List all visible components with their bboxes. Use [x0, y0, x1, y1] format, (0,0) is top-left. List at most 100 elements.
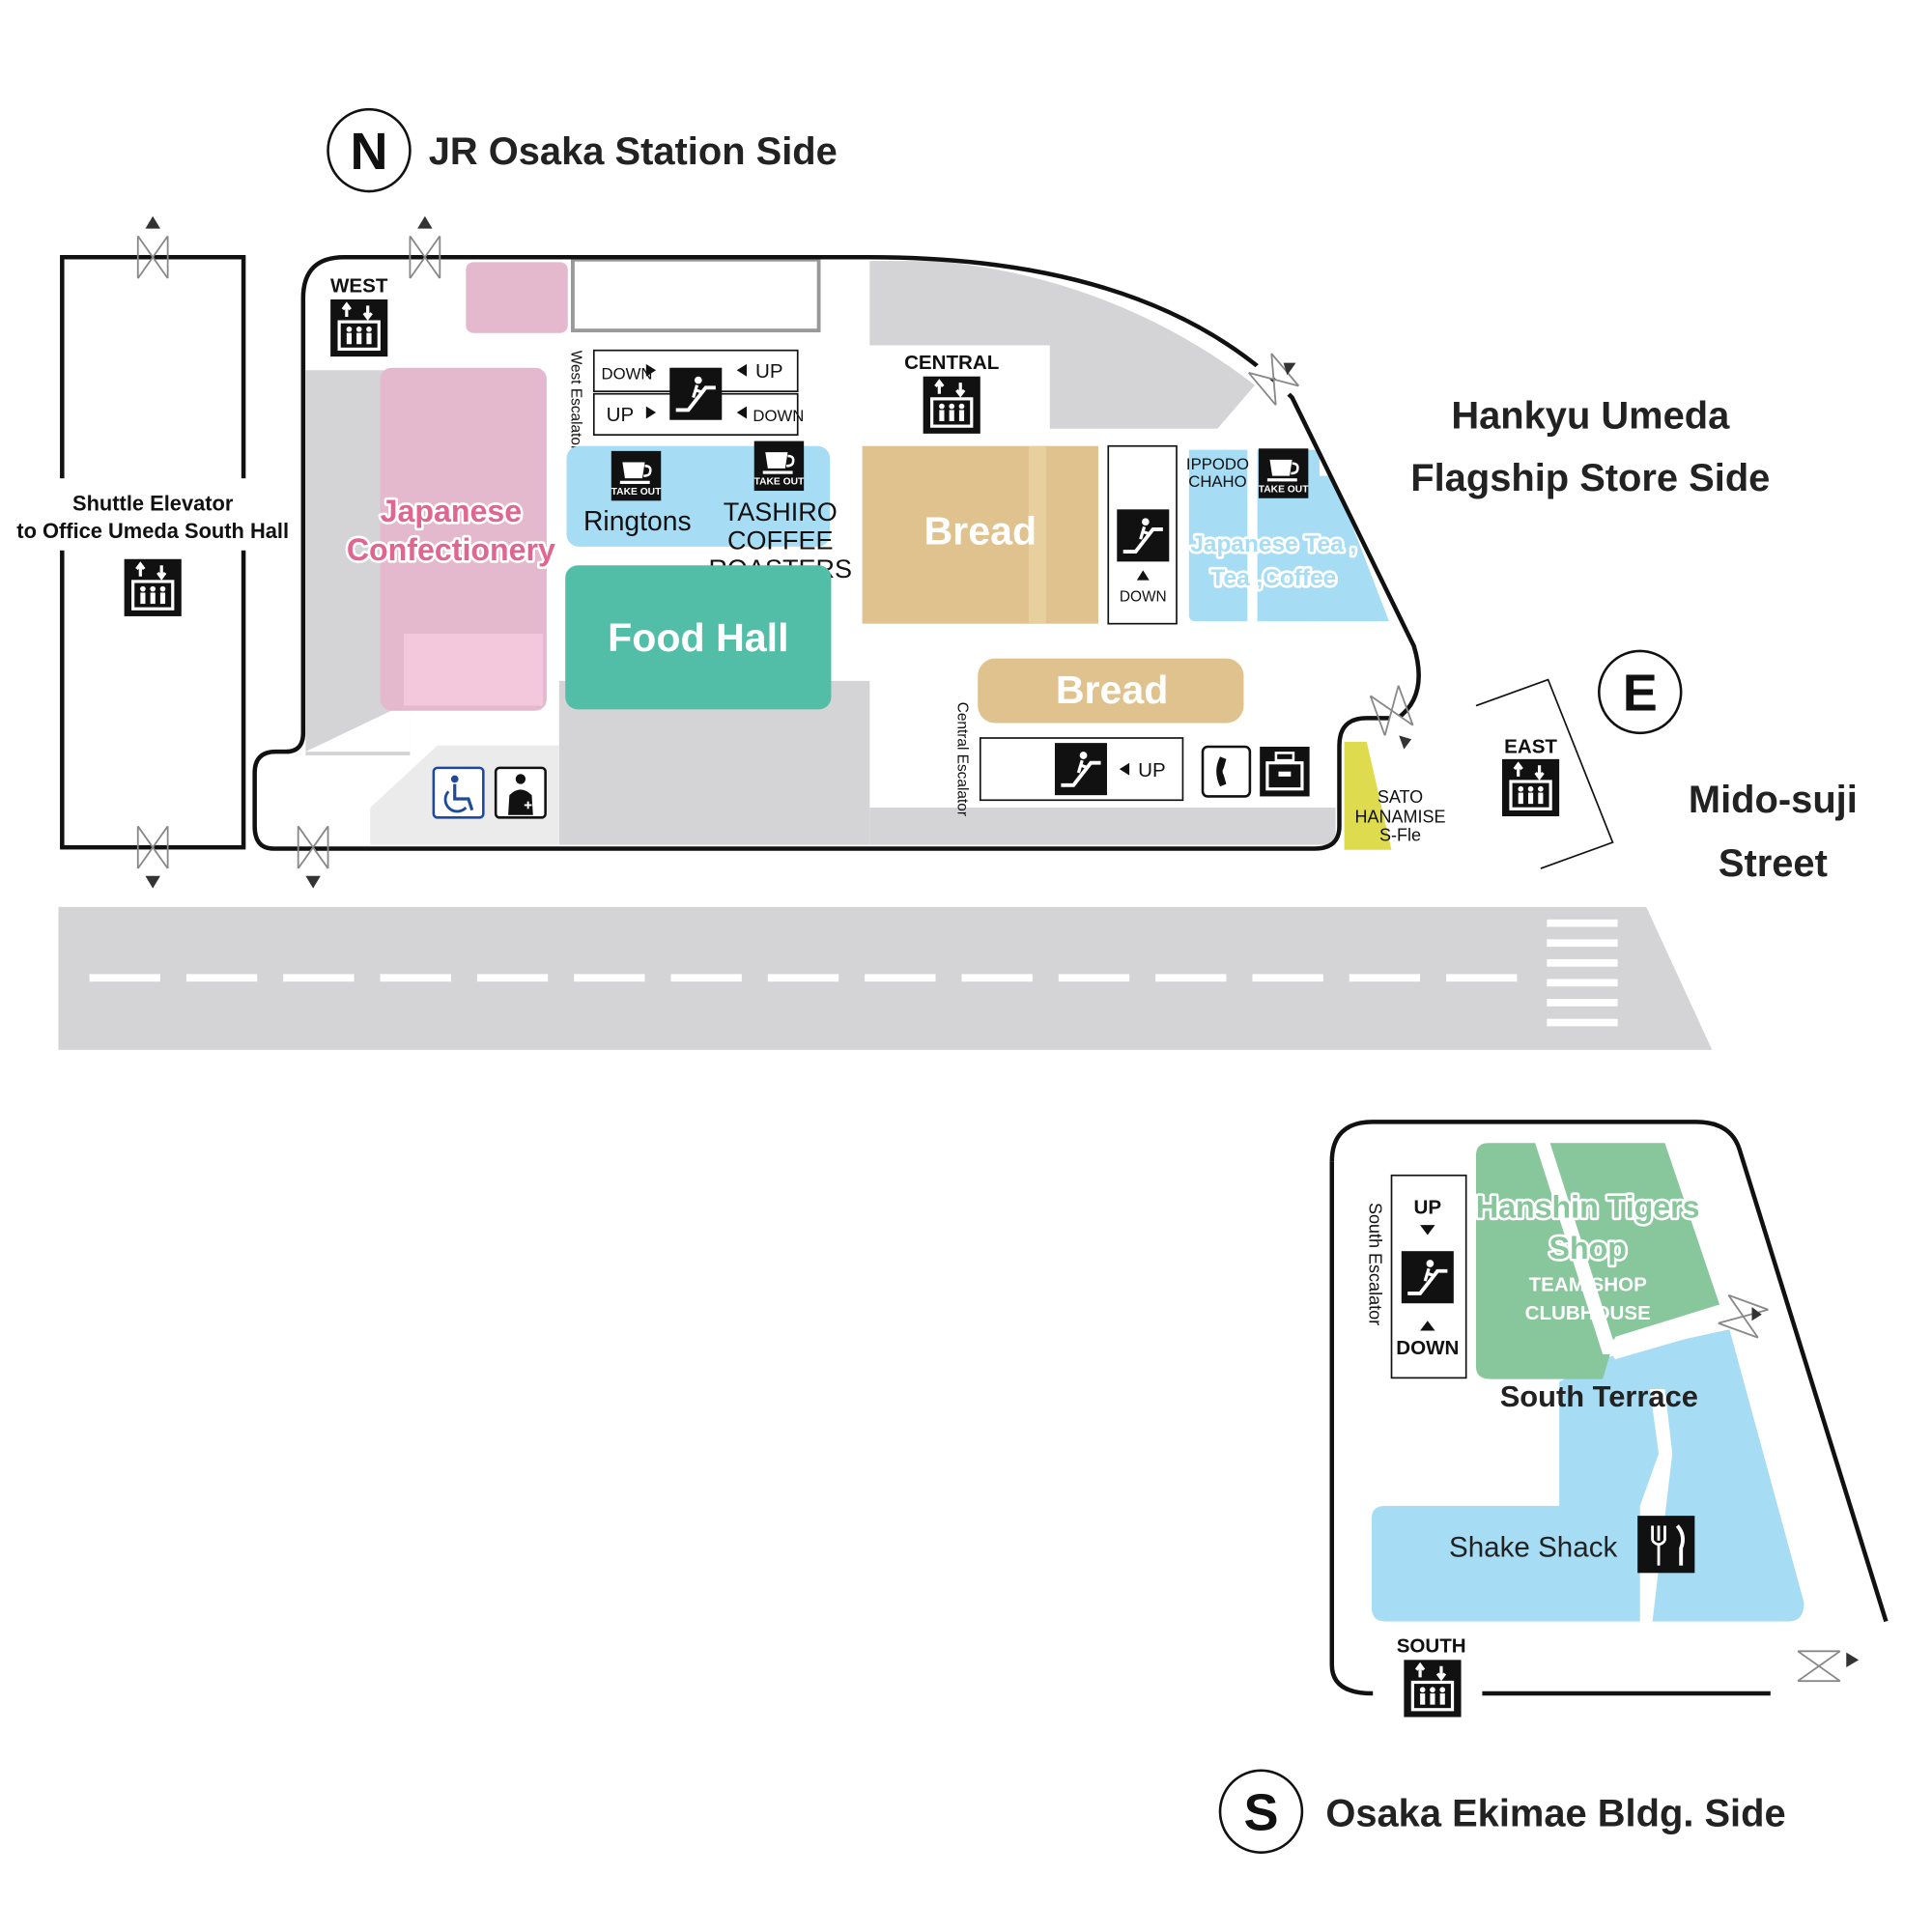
escalator-icon: [1053, 741, 1109, 798]
shop-hanshin-tigers[interactable]: Hanshin Tigers Shop TEAM SHOP CLUBHOUSE: [1473, 1140, 1727, 1379]
central-escalator[interactable]: UP Central Escalator: [954, 702, 1184, 816]
west-elevator-label: WEST: [330, 274, 388, 297]
japanese-confectionery-label-line2: Confectionery: [347, 532, 555, 567]
arrow-down-icon: [1399, 735, 1412, 750]
shake-shack-label: Shake Shack: [1449, 1532, 1618, 1564]
south-letter: S: [1243, 1784, 1278, 1842]
escalator-icon: [1399, 1249, 1456, 1306]
arrow-right-icon: [645, 363, 657, 377]
arrow-down-icon: [1420, 1225, 1435, 1236]
west-side-label-line1: Hankyu Umeda: [1451, 395, 1730, 438]
wheelchair-icon[interactable]: [432, 766, 485, 819]
arrow-right-icon: [645, 406, 657, 419]
restroom-icon[interactable]: [494, 766, 547, 819]
sato-label-line1: SATO: [1378, 787, 1423, 807]
japanese-tea-label-line2: Tea ,Coffee: [1210, 565, 1336, 591]
east-label-line2: Street: [1719, 842, 1828, 885]
tashiro-label-line1: TASHIRO: [724, 497, 838, 526]
arrow-down-icon: [145, 875, 160, 889]
escalator-icon: [1115, 507, 1172, 564]
take-out-label: TAKE OUT: [611, 487, 662, 497]
telephone-icon[interactable]: [1201, 745, 1252, 798]
east-marker: E: [1598, 649, 1683, 735]
restaurant-icon: [1637, 1516, 1695, 1574]
crosswalk: [1547, 919, 1618, 1027]
central-down-escalator-label: DOWN: [1120, 589, 1167, 606]
elevator-icon[interactable]: [1402, 1658, 1463, 1719]
south-escalator[interactable]: UP DOWN South Escalator: [1365, 1174, 1467, 1379]
arrow-left-icon: [736, 363, 747, 377]
arrow-up-icon: [1136, 570, 1150, 581]
west-side-label-line2: Flagship Store Side: [1410, 457, 1770, 499]
japanese-tea-label-line1: Japanese Tea ,: [1190, 531, 1356, 557]
west-escalator[interactable]: DOWN UP UP DOWN West Escalator: [568, 349, 805, 450]
ippodo-label-line2: CHAHO: [1188, 472, 1246, 491]
central-escalator-up-label: UP: [1138, 759, 1166, 781]
arrow-left-icon: [736, 406, 747, 419]
hanshin-label-line4: CLUBHOUSE: [1525, 1302, 1651, 1324]
elevator-icon[interactable]: [1500, 757, 1561, 818]
main-building: Japanese Confectionery WEST DOWN UP UP D…: [252, 215, 1421, 889]
south-terrace-label: South Terrace: [1500, 1379, 1698, 1413]
shop-food-hall[interactable]: Food Hall: [565, 565, 832, 710]
south-escalator-up-label: UP: [1414, 1197, 1442, 1219]
arrow-up-icon: [145, 215, 160, 229]
take-out-label: TAKE OUT: [754, 477, 805, 488]
arrow-right-icon: [1846, 1652, 1860, 1668]
central-escalator-title: Central Escalator: [954, 702, 971, 816]
sato-label-line3: S-Fle: [1379, 826, 1421, 845]
east-letter: E: [1623, 665, 1658, 723]
shop-japanese-confectionery[interactable]: Japanese Confectionery: [344, 367, 558, 711]
hanshin-label-line3: TEAM SHOP: [1529, 1273, 1648, 1295]
shop-bread-1[interactable]: Bread: [862, 445, 1098, 624]
locker-icon[interactable]: [1260, 746, 1310, 797]
central-down-escalator[interactable]: DOWN: [1107, 444, 1178, 625]
south-marker: S: [1218, 1769, 1304, 1854]
east-label-line1: Mido-suji: [1689, 779, 1858, 821]
japanese-confectionery-label-line1: Japanese: [381, 494, 523, 528]
north-label: JR Osaka Station Side: [429, 130, 838, 173]
west-escalator-up-label-2: UP: [607, 404, 635, 426]
north-letter: N: [350, 123, 387, 181]
arrow-left-icon: [1119, 762, 1130, 776]
arrow-right-icon: [1283, 362, 1296, 376]
elevator-icon[interactable]: [922, 375, 982, 436]
south-building: Hanshin Tigers Shop TEAM SHOP CLUBHOUSE …: [1329, 1120, 1889, 1719]
elevator-icon[interactable]: [328, 298, 389, 358]
north-marker: N: [327, 107, 412, 193]
west-escalator-title: West Escalator: [568, 351, 584, 450]
shuttle-elevator-label-line1: Shuttle Elevator: [72, 492, 234, 516]
central-elevator-label: CENTRAL: [904, 352, 999, 374]
road: [58, 906, 1713, 1050]
shop-shake-shack[interactable]: Shake Shack: [1449, 1516, 1695, 1574]
east-elevator-label: EAST: [1504, 735, 1557, 757]
food-hall-label: Food Hall: [608, 615, 788, 660]
ringtons-label: Ringtons: [583, 505, 692, 536]
blue-area: [1371, 1329, 1804, 1622]
bread-2-label: Bread: [1056, 668, 1169, 712]
shuttle-elevator-label-line2: to Office Umeda South Hall: [16, 519, 289, 543]
south-escalator-down-label: DOWN: [1396, 1337, 1459, 1359]
hanshin-label-line1: Hanshin Tigers: [1476, 1189, 1700, 1224]
escalator-icon: [668, 365, 724, 422]
take-out-label: TAKE OUT: [1259, 484, 1309, 495]
door-icon[interactable]: [1797, 1650, 1841, 1683]
tashiro-label-line2: COFFEE: [727, 526, 834, 554]
ippodo-label-line1: IPPODO: [1186, 455, 1249, 473]
arrow-up-icon: [1420, 1321, 1435, 1331]
shop-japanese-tea-coffee[interactable]: IPPODO CHAHO TAKE OUT Japanese Tea , Tea…: [1186, 447, 1389, 622]
west-escalator-down-label-2: DOWN: [753, 407, 804, 425]
shuttle-elevator-building: Shuttle Elevator to Office Umeda South H…: [2, 215, 301, 889]
bread-1-label: Bread: [923, 508, 1037, 553]
south-label: Osaka Ekimae Bldg. Side: [1325, 1793, 1785, 1835]
east-elevator-area: EAST: [1475, 678, 1614, 869]
west-escalator-up-label-1: UP: [755, 360, 783, 383]
elevator-icon[interactable]: [123, 557, 184, 618]
shop-bread-2[interactable]: Bread: [978, 658, 1244, 724]
hanshin-label-line2: Shop: [1549, 1231, 1627, 1265]
shop-sato-hanamise[interactable]: SATO HANAMISE S-Fle: [1344, 741, 1446, 850]
arrow-right-icon: [1751, 1307, 1762, 1321]
arrow-down-icon: [305, 875, 321, 889]
south-elevator-label: SOUTH: [1397, 1635, 1466, 1658]
